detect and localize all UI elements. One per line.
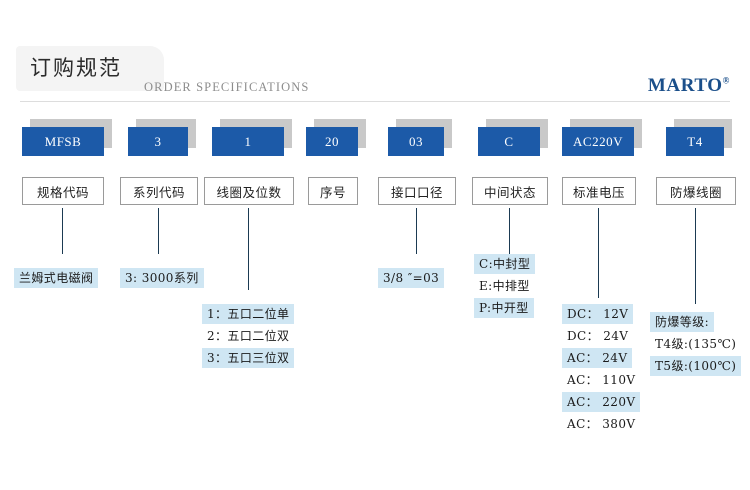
detail-option-7-5: AC： 220V [562, 392, 641, 412]
detail-option-3-2: 2：五口二位双 [207, 329, 290, 343]
connector-line-8 [695, 208, 696, 304]
field-label-1: 规格代码 [22, 177, 104, 205]
connector-line-3 [248, 208, 249, 290]
detail-option-1-1: 兰姆式电磁阀 [14, 268, 99, 288]
detail-option-2-1: 3: 3000系列 [120, 268, 204, 288]
field-label-6: 中间状态 [472, 177, 548, 205]
detail-option-7-4: AC： 110V [567, 373, 636, 387]
code-chip-label: 20 [325, 133, 339, 149]
field-label-text: 防爆线圈 [669, 184, 722, 200]
detail-option-6-2: E:中排型 [479, 279, 530, 293]
field-label-text: 序号 [319, 184, 346, 200]
detail-option-8-3: T5级:(100℃) [650, 356, 742, 376]
field-label-text: 系列代码 [132, 184, 185, 200]
code-chip-6: C [478, 119, 548, 156]
title-plate-background [16, 46, 164, 91]
connector-line-2 [158, 208, 159, 254]
connector-line-7 [598, 208, 599, 298]
code-chip-label: AC220V [573, 133, 623, 149]
field-label-5: 接口口径 [378, 177, 456, 205]
brand-logo: MARTO® [648, 75, 730, 97]
detail-option-6-3: P:中开型 [474, 298, 534, 318]
detail-option-3-1: 1：五口二位单 [202, 304, 295, 324]
field-label-7: 标准电压 [562, 177, 636, 205]
field-label-text: 中间状态 [483, 184, 536, 200]
brand-logo-text: MARTO [647, 75, 723, 96]
code-chip-label: MFSB [44, 133, 82, 149]
connector-line-6 [509, 208, 510, 254]
page-title-en: ORDER SPECIFICATIONS [144, 80, 310, 94]
code-chip-1: MFSB [22, 119, 112, 156]
field-label-text: 接口口径 [390, 184, 443, 200]
code-chip-8: T4 [666, 119, 732, 156]
connector-line-1 [62, 208, 63, 254]
detail-option-3-3: 3：五口三位双 [202, 348, 295, 368]
code-chip-label: 03 [409, 133, 423, 149]
field-label-text: 线圈及位数 [216, 184, 282, 200]
detail-option-7-6: AC： 380V [567, 417, 636, 431]
connector-line-5 [416, 208, 417, 254]
field-label-3: 线圈及位数 [204, 177, 294, 205]
detail-option-8-1: 防爆等级: [650, 312, 715, 332]
page-title-cn: 订购规范 [30, 56, 122, 80]
code-chip-4: 20 [306, 119, 366, 156]
header-divider [20, 101, 730, 102]
code-chip-label: 1 [244, 133, 252, 149]
code-chip-2: 3 [128, 119, 196, 156]
code-chip-7: AC220V [562, 119, 642, 156]
code-chip-5: 03 [388, 119, 452, 156]
detail-option-7-2: DC： 24V [567, 329, 629, 343]
field-label-8: 防爆线圈 [656, 177, 736, 205]
detail-option-7-3: AC： 24V [562, 348, 633, 368]
code-chip-3: 1 [212, 119, 292, 156]
detail-option-8-2: T4级:(135℃) [655, 337, 737, 351]
field-label-4: 序号 [308, 177, 358, 205]
code-chip-label: T4 [687, 133, 703, 149]
registered-trademark-icon: ® [722, 75, 730, 86]
detail-option-5-1: 3/8 ″=03 [378, 268, 445, 288]
field-label-2: 系列代码 [120, 177, 198, 205]
detail-option-6-1: C:中封型 [474, 254, 536, 274]
code-chip-label: C [504, 133, 514, 149]
field-label-text: 标准电压 [572, 184, 625, 200]
code-chip-label: 3 [154, 133, 162, 149]
field-label-text: 规格代码 [36, 184, 89, 200]
detail-option-7-1: DC： 12V [562, 304, 634, 324]
